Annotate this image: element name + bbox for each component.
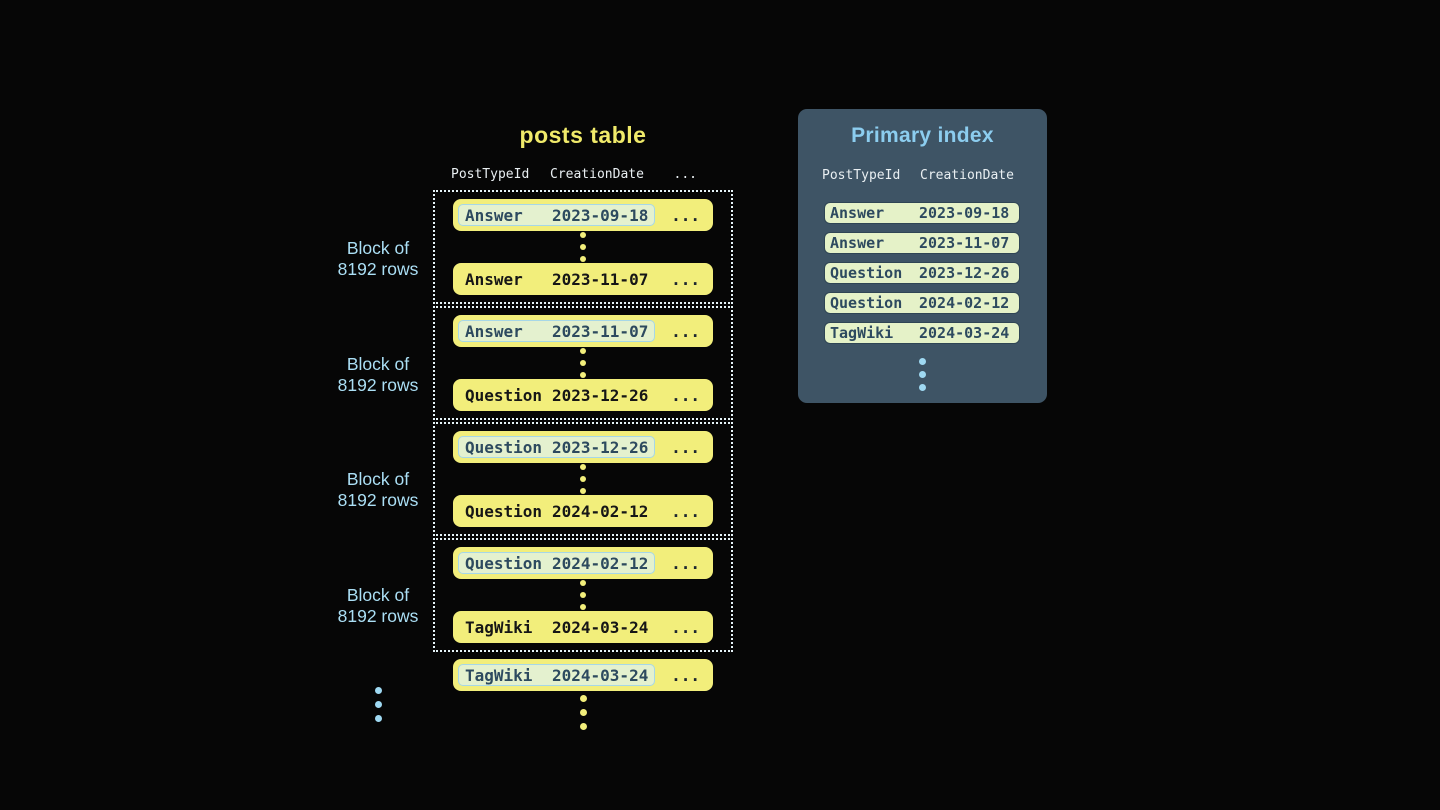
creationdate-cell: 2023-09-18 (919, 204, 1010, 222)
creationdate-cell: 2023-12-26 (919, 264, 1010, 282)
more-index-entries-ellipsis (798, 358, 1047, 391)
creationdate-cell: 2023-12-26 (552, 437, 649, 457)
creationdate-cell: 2024-03-24 (919, 324, 1010, 342)
ellipsis-dots-vertical (580, 348, 586, 378)
posttypeid-cell: TagWiki (465, 617, 533, 637)
creationdate-cell: 2023-11-07 (552, 269, 649, 289)
row-ellipsis: ... (671, 205, 700, 225)
column-header-posttypeid: PostTypeId (822, 168, 901, 183)
posts-table-column-headers: PostTypeId CreationDate ... (451, 167, 713, 182)
table-row: Answer 2023-09-18 ... (453, 199, 713, 231)
posttypeid-cell: Question (465, 501, 543, 521)
row-block-3: Question 2023-12-26 ... Question 2024-02… (433, 422, 733, 536)
posttypeid-cell: TagWiki (465, 665, 533, 685)
creationdate-cell: 2024-03-24 (552, 617, 649, 637)
block-size-label: Block of 8192 rows (337, 354, 419, 395)
indexed-row-highlight: Answer 2023-11-07 (458, 320, 656, 342)
creationdate-cell: 2024-02-12 (919, 294, 1010, 312)
posttypeid-cell: Answer (830, 204, 885, 222)
table-row: Answer 2023-11-07 ... (453, 315, 713, 347)
table-row: Question 2024-02-12 ... (453, 495, 713, 527)
block-size-label: Block of 8192 rows (337, 469, 419, 510)
indexed-row-highlight: Question 2024-02-12 (458, 552, 656, 574)
table-row: Answer 2023-11-07 ... (453, 263, 713, 295)
primary-index-title: Primary index (851, 124, 994, 147)
posttypeid-cell: Answer (465, 269, 523, 289)
posttypeid-cell: TagWiki (830, 324, 894, 342)
block-size-label: Block of 8192 rows (337, 585, 419, 626)
more-blocks-ellipsis (308, 687, 448, 722)
posttypeid-cell: Question (830, 294, 903, 312)
creationdate-cell: 2023-12-26 (552, 385, 649, 405)
row-block-4: Question 2024-02-12 ... TagWiki 2024-03-… (433, 538, 733, 652)
posttypeid-cell: Answer (830, 234, 885, 252)
index-entry: Answer 2023-11-07 (824, 232, 1020, 254)
row-ellipsis: ... (671, 553, 700, 573)
row-block-2: Answer 2023-11-07 ... Question 2023-12-2… (433, 306, 733, 420)
posttypeid-cell: Question (465, 553, 543, 573)
row-ellipsis: ... (671, 321, 700, 341)
table-row-trailing: TagWiki 2024-03-24 ... (453, 659, 713, 691)
ellipsis-dots-vertical (580, 232, 586, 262)
creationdate-cell: 2023-11-07 (552, 321, 649, 341)
creationdate-cell: 2024-03-24 (552, 665, 649, 685)
more-rows-ellipsis (433, 695, 733, 730)
row-ellipsis: ... (671, 385, 700, 405)
index-entry: Question 2024-02-12 (824, 292, 1020, 314)
index-entry: Question 2023-12-26 (824, 262, 1020, 284)
index-entry: Answer 2023-09-18 (824, 202, 1020, 224)
index-entry: TagWiki 2024-03-24 (824, 322, 1020, 344)
row-block-1: Answer 2023-09-18 ... Answer 2023-11-07 … (433, 190, 733, 304)
creationdate-cell: 2024-02-12 (552, 553, 649, 573)
table-row: TagWiki 2024-03-24 ... (453, 611, 713, 643)
indexed-row-highlight: Answer 2023-09-18 (458, 204, 656, 226)
row-ellipsis: ... (671, 437, 700, 457)
posttypeid-cell: Question (465, 437, 543, 457)
posttypeid-cell: Question (465, 385, 543, 405)
posttypeid-cell: Answer (465, 321, 523, 341)
primary-index-entries: Answer 2023-09-18 Answer 2023-11-07 Ques… (824, 202, 1020, 352)
posttypeid-cell: Answer (465, 205, 523, 225)
block-size-label: Block of 8192 rows (337, 238, 419, 279)
indexed-row-highlight: TagWiki 2024-03-24 (458, 664, 656, 686)
row-ellipsis: ... (671, 665, 700, 685)
indexed-row-highlight: Question 2023-12-26 (458, 436, 656, 458)
creationdate-cell: 2023-09-18 (552, 205, 649, 225)
ellipsis-dots-vertical (580, 580, 586, 610)
column-header-creationdate: CreationDate (550, 167, 644, 182)
row-ellipsis: ... (671, 269, 700, 289)
primary-index-column-headers: PostTypeId CreationDate (822, 168, 1014, 183)
primary-index-panel: Primary index PostTypeId CreationDate An… (798, 109, 1047, 403)
creationdate-cell: 2024-02-12 (552, 501, 649, 521)
creationdate-cell: 2023-11-07 (919, 234, 1010, 252)
table-row: Question 2024-02-12 ... (453, 547, 713, 579)
posts-table-blocks: Answer 2023-09-18 ... Answer 2023-11-07 … (433, 190, 733, 654)
posts-table-title: posts table (519, 122, 647, 148)
column-header-more-ellipsis: ... (673, 167, 697, 182)
posttypeid-cell: Question (830, 264, 903, 282)
ellipsis-dots-vertical (580, 464, 586, 494)
row-ellipsis: ... (671, 501, 700, 521)
row-ellipsis: ... (671, 617, 700, 637)
column-header-posttypeid: PostTypeId (451, 167, 530, 182)
table-row: Question 2023-12-26 ... (453, 379, 713, 411)
column-header-creationdate: CreationDate (920, 168, 1014, 183)
table-row: Question 2023-12-26 ... (453, 431, 713, 463)
